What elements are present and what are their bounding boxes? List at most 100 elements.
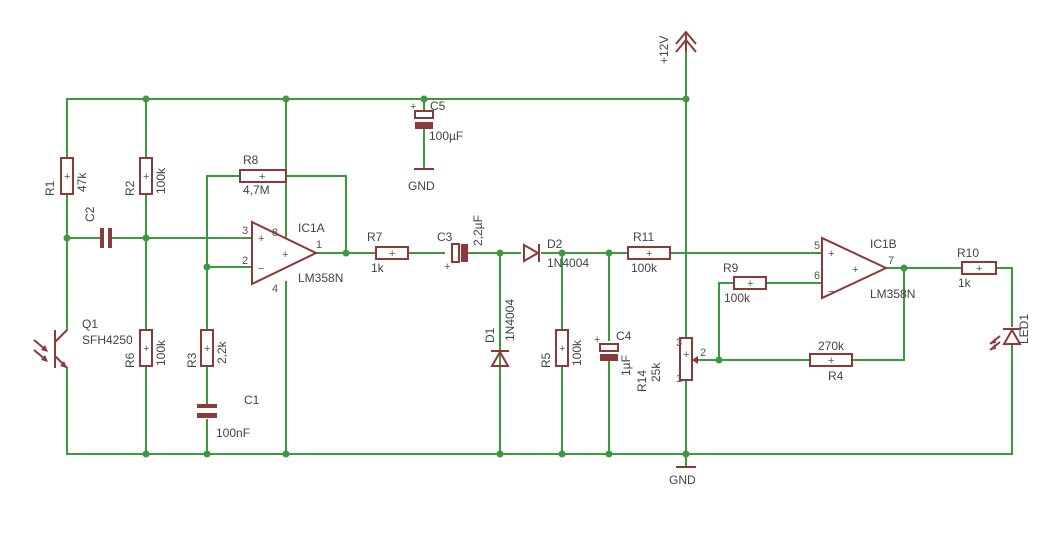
capacitor-c4: + C4 1µF — [594, 329, 633, 376]
svg-text:3: 3 — [242, 225, 248, 237]
svg-text:4: 4 — [272, 283, 278, 295]
r4-value: 270k — [818, 339, 845, 353]
svg-text:1: 1 — [676, 373, 682, 385]
svg-text:+: + — [852, 264, 858, 276]
svg-text:+: + — [646, 248, 652, 260]
c5-name: C5 — [430, 99, 446, 113]
svg-text:−: − — [258, 263, 264, 275]
r7-name: R7 — [367, 230, 383, 244]
r14-value: 25k — [649, 362, 663, 382]
r2-value: 100k — [154, 167, 168, 194]
r9-value: 100k — [724, 291, 751, 305]
diode-d2: D2 1N4004 — [523, 237, 589, 270]
r8-name: R8 — [243, 153, 259, 167]
r9-name: R9 — [723, 261, 739, 275]
resistor-r10: + R10 1k — [957, 246, 997, 290]
svg-text:+: + — [204, 343, 210, 355]
r1-name: R1 — [43, 180, 57, 196]
svg-text:3: 3 — [676, 337, 682, 349]
c1-value: 100nF — [216, 426, 250, 440]
r7-value: 1k — [371, 261, 385, 275]
gnd-label-main: GND — [669, 473, 696, 487]
r5-name: R5 — [539, 352, 553, 368]
phototransistor-q1: Q1 SFH4250 — [33, 317, 133, 369]
r4-name: R4 — [828, 369, 844, 383]
ic1b-name: IC1B — [870, 237, 897, 251]
d2-name: D2 — [547, 237, 563, 251]
svg-text:+: + — [594, 334, 600, 346]
r6-value: 100k — [154, 339, 168, 366]
ic1a-value: LM358N — [298, 271, 343, 285]
svg-text:2: 2 — [700, 347, 706, 359]
resistor-r9: + R9 100k — [723, 261, 767, 305]
svg-text:5: 5 — [814, 240, 820, 252]
svg-text:6: 6 — [814, 270, 820, 282]
svg-text:−: − — [828, 286, 834, 298]
d2-value: 1N4004 — [547, 256, 589, 270]
c3-value: 2,2µF — [471, 215, 485, 246]
r14-name: R14 — [635, 370, 649, 392]
r10-name: R10 — [957, 246, 979, 260]
r8-value: 4,7M — [243, 183, 270, 197]
svg-text:8: 8 — [272, 227, 278, 239]
junctions — [63, 95, 908, 458]
svg-text:7: 7 — [888, 255, 894, 267]
r5-value: 100k — [570, 339, 584, 366]
gnd-symbol-main: GND — [669, 466, 696, 487]
r11-name: R11 — [633, 230, 654, 244]
r3-name: R3 — [185, 352, 199, 368]
c4-name: C4 — [616, 329, 632, 343]
vcc-symbol: +12V — [657, 30, 697, 64]
resistor-r4: + 270k R4 — [809, 339, 853, 383]
svg-text:1: 1 — [316, 239, 322, 251]
r10-value: 1k — [958, 276, 972, 290]
q1-name: Q1 — [82, 317, 98, 331]
svg-text:+: + — [64, 171, 70, 183]
capacitor-c3: + C3 2,2µF — [437, 215, 485, 273]
c4-value: 1µF — [619, 355, 633, 376]
svg-text:+: + — [143, 343, 149, 355]
capacitor-c5: + C5 100µF — [410, 99, 463, 143]
capacitor-c1: C1 100nF — [197, 393, 260, 440]
svg-text:+: + — [444, 261, 450, 273]
resistor-r8: + R8 4,7M — [239, 153, 287, 197]
d1-name: D1 — [483, 327, 497, 343]
svg-text:+: + — [259, 171, 265, 183]
led1-name: LED1 — [1017, 314, 1031, 344]
c2-name: C2 — [83, 206, 97, 222]
svg-text:+: + — [410, 101, 416, 113]
r3-value: 2,2k — [215, 340, 229, 364]
potentiometer-r14: + 3 2 1 R14 25k — [635, 337, 706, 392]
gnd-symbol-c5: GND — [408, 168, 435, 193]
svg-text:+: + — [828, 248, 834, 260]
resistor-r7: + R7 1k — [367, 230, 409, 275]
svg-text:+: + — [143, 171, 149, 183]
r6-name: R6 — [123, 352, 137, 368]
r1-value: 47k — [75, 172, 89, 192]
svg-text:+: + — [559, 343, 565, 355]
ic1b-value: LM358N — [870, 287, 915, 301]
c1-name: C1 — [244, 393, 260, 407]
resistor-r11: + R11 100k — [627, 230, 671, 275]
ic1a-name: IC1A — [298, 221, 325, 235]
resistor-r6: + R6 100k — [123, 329, 168, 368]
c3-name: C3 — [437, 230, 453, 244]
resistor-r5: + R5 100k — [539, 329, 584, 368]
svg-text:+: + — [282, 249, 288, 261]
opamp-ic1b: + − + 5 6 7 IC1B LM358N — [814, 236, 915, 301]
r11-value: 100k — [631, 261, 658, 275]
gnd-label-c5: GND — [408, 179, 435, 193]
led-led1: LED1 — [989, 314, 1031, 351]
resistor-r3: + R3 2,2k — [185, 329, 229, 368]
d1-value: 1N4004 — [503, 299, 517, 341]
opamp-ic1a: + − + 3 2 1 8 4 IC1A LM358N — [242, 220, 343, 295]
svg-text:+: + — [828, 355, 834, 367]
resistor-r2: + R2 100k — [123, 157, 168, 196]
c5-value: 100µF — [429, 129, 463, 143]
r2-name: R2 — [123, 180, 137, 196]
svg-text:+: + — [258, 233, 264, 245]
svg-text:+: + — [389, 248, 395, 260]
resistor-r1: + R1 47k — [43, 157, 89, 196]
svg-text:+: + — [976, 263, 982, 275]
